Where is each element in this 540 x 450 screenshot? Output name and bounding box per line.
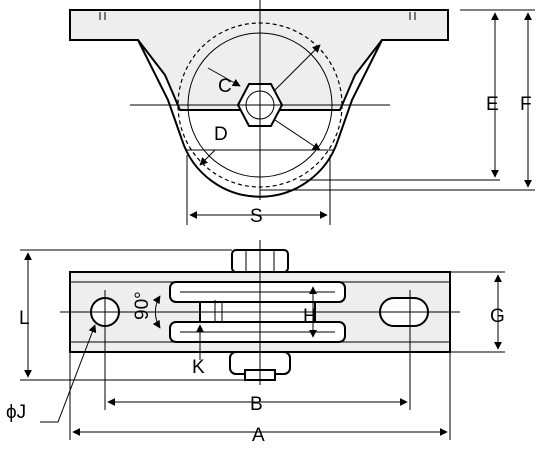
label-c: C [218,76,232,97]
label-l: L [19,308,30,329]
bracket-right-leg [337,39,383,141]
label-angle-90: 90° [132,291,153,320]
label-g: G [490,306,505,327]
label-s: S [250,206,263,227]
label-d: D [214,124,228,145]
label-b: B [250,394,263,415]
dim-j-leader [40,324,97,423]
dim-d-arrow-2 [274,44,321,91]
label-j: ϕJ [6,402,26,423]
plan-view: L G H K B A ϕJ 90° [6,240,505,446]
label-e: E [486,94,499,115]
label-h: H [303,306,317,327]
label-k: K [192,357,205,378]
label-f: F [520,94,532,115]
bracket-left-leg [137,39,183,141]
dim-d-arrow [199,149,216,166]
angle-90-arc [152,295,161,329]
dim-c-arrow [207,67,241,87]
front-view: C D S E F [69,0,535,227]
label-a: A [252,425,265,446]
mounting-plate [69,9,449,111]
dim-d-arrow-3 [274,119,321,151]
